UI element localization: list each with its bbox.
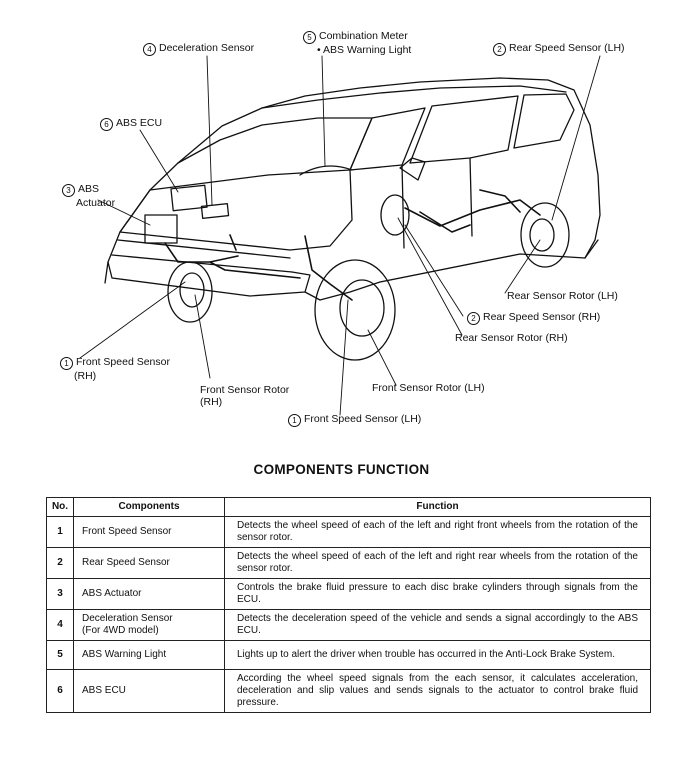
row-component: ABS Warning Light: [73, 640, 225, 670]
side-sill: [304, 239, 599, 301]
front-right-wheel: [167, 261, 213, 323]
components-function-table: No. Components Function 1 Front Speed Se…: [46, 497, 651, 713]
row-function: According the wheel speed signals from t…: [224, 669, 651, 713]
wiring-harness: [164, 189, 541, 301]
header-no: No.: [46, 497, 74, 517]
header-components: Components: [73, 497, 225, 517]
van-roof: [261, 85, 567, 109]
row-component: ABS ECU: [73, 669, 225, 713]
row-number: 6: [46, 669, 74, 713]
header-function: Function: [224, 497, 651, 517]
row-component: ABS Actuator: [73, 578, 225, 610]
combination-meter: [299, 165, 353, 176]
windshield: [149, 117, 373, 191]
section-title: COMPONENTS FUNCTION: [253, 462, 430, 477]
table-row: 3 ABS Actuator Controls the brake fluid …: [46, 578, 651, 610]
deceleration-sensor-box: [200, 203, 230, 219]
row-component: Rear Speed Sensor: [73, 547, 225, 579]
row-function: Controls the brake fluid pressure to eac…: [224, 578, 651, 610]
row-number: 3: [46, 578, 74, 610]
table-row: 4 Deceleration Sensor(For 4WD model) Det…: [46, 609, 651, 641]
van-body-outline: [104, 77, 601, 284]
front-side-window: [349, 107, 426, 171]
hood: [119, 169, 353, 251]
rear-window: [513, 93, 575, 149]
row-number: 2: [46, 547, 74, 579]
leader-lines: [79, 55, 601, 416]
table-row: 1 Front Speed Sensor Detects the wheel s…: [46, 516, 651, 548]
table-row: 6 ABS ECU According the wheel speed sign…: [46, 669, 651, 713]
row-number: 1: [46, 516, 74, 548]
label-front-sensor-rotor-rh: Front Sensor Rotor(RH): [200, 384, 290, 408]
label-front-sensor-rotor-lh: Front Sensor Rotor (LH): [372, 382, 485, 394]
row-component: Front Speed Sensor: [73, 516, 225, 548]
label-rear-sensor-rotor-lh: Rear Sensor Rotor (LH): [507, 290, 618, 302]
front-left-wheel: [314, 259, 396, 361]
row-number: 4: [46, 609, 74, 641]
rear-left-hub: [529, 218, 555, 252]
row-function: Detects the deceleration speed of the ve…: [224, 609, 651, 641]
label-rear-sensor-rotor-rh: Rear Sensor Rotor (RH): [455, 332, 568, 344]
table-row: 2 Rear Speed Sensor Detects the wheel sp…: [46, 547, 651, 579]
rear-left-wheel: [520, 202, 570, 268]
row-function: Detects the wheel speed of each of the l…: [224, 516, 651, 548]
row-number: 5: [46, 640, 74, 670]
abs-ecu-box: [170, 184, 208, 212]
row-function: Lights up to alert the driver when troub…: [224, 640, 651, 670]
van-illustration: [79, 55, 601, 416]
table-header-row: No. Components Function: [46, 497, 651, 517]
front-right-hub: [179, 272, 205, 308]
front-bumper: [107, 261, 311, 297]
side-mirror: [399, 157, 426, 181]
abs-actuator-box: [144, 214, 178, 244]
rear-right-wheel: [380, 194, 410, 236]
door-line: [401, 157, 473, 249]
component-note: (For 4WD model): [82, 625, 159, 636]
component-name: Deceleration Sensor: [82, 613, 173, 624]
table-row: 5 ABS Warning Light Lights up to alert t…: [46, 640, 651, 670]
row-function: Detects the wheel speed of each of the l…: [224, 547, 651, 579]
middle-window: [409, 95, 519, 164]
row-component: Deceleration Sensor(For 4WD model): [73, 609, 225, 641]
front-left-hub: [339, 279, 385, 337]
